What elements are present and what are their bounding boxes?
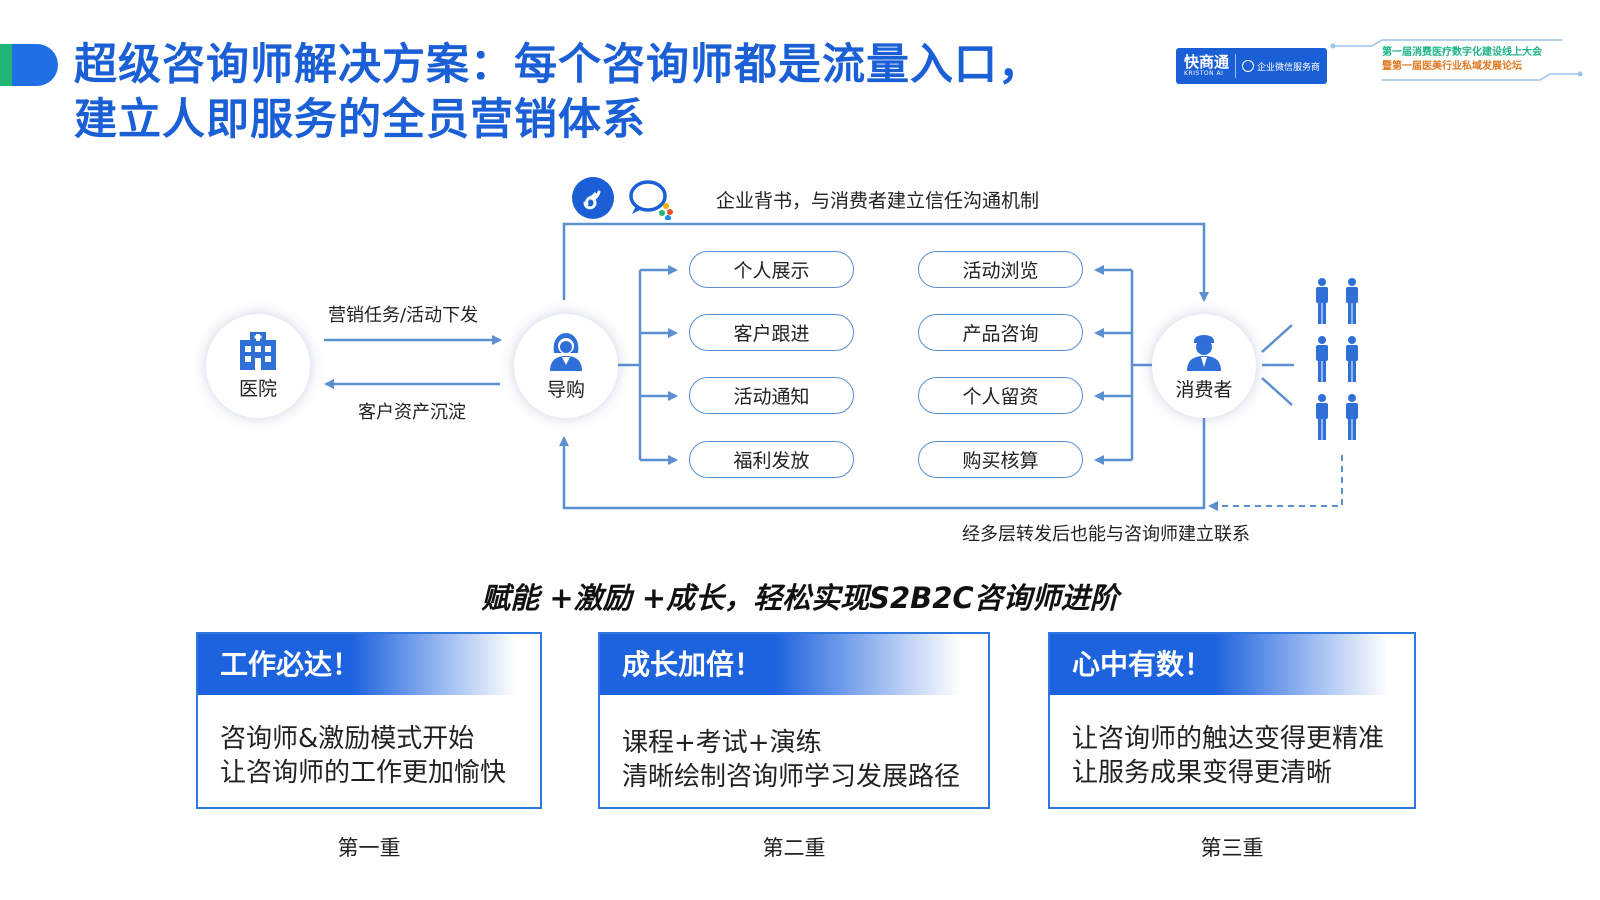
slogan: 赋能 +激励 +成长，轻松实现S2B2C咨询师进阶 <box>481 581 1119 615</box>
page-title-line-1: 超级咨询师解决方案：每个咨询师都是流量入口， <box>74 40 1042 90</box>
card-insight-line-1: 让咨询师的触达变得更精准 <box>1072 724 1385 754</box>
chat-bubble-icon <box>1242 60 1255 72</box>
logo-service: 企业微信服务商 <box>1242 60 1320 73</box>
bottom-loop-line <box>559 418 1206 510</box>
top-loop-line <box>562 222 1209 302</box>
card-insight-head: 心中有数！ <box>1050 634 1414 695</box>
mini-program-icon <box>572 177 614 219</box>
card-work: 工作必达！ 咨询师&激励模式开始 让咨询师的工作更加愉快 <box>196 632 542 809</box>
tier-label-2: 第二重 <box>762 836 826 860</box>
kriston-logo: 快商通 KRISTON AI 企业微信服务商 <box>1176 48 1327 84</box>
work-wechat-icon <box>629 180 673 220</box>
guide-label: 导购 <box>546 378 585 401</box>
forum-title: 第一届消费医疗数字化建设线上大会 暨第一届医美行业私域发展论坛 <box>1382 46 1572 74</box>
tier-label-3: 第三重 <box>1200 836 1264 860</box>
card-work-line-1: 咨询师&激励模式开始 <box>220 724 475 754</box>
people-group-icon <box>1316 278 1358 440</box>
logo-service-text: 企业微信服务商 <box>1257 62 1321 73</box>
card-growth: 成长加倍！ 课程+考试+演练 清晰绘制咨询师学习发展路径 <box>598 632 990 809</box>
card-insight-body: 让咨询师的触达变得更精准 让服务成果变得更清晰 <box>1072 722 1404 790</box>
forum-line-1: 第一届消费医疗数字化建设线上大会 <box>1382 47 1542 58</box>
pill-purchase-accounting: 购买核算 <box>918 441 1083 478</box>
card-insight-line-2: 让服务成果变得更清晰 <box>1072 758 1333 788</box>
pill-benefit-distribution: 福利发放 <box>689 441 854 478</box>
card-work-line-2: 让咨询师的工作更加愉快 <box>220 758 507 788</box>
female-guide-icon <box>550 332 582 371</box>
dashed-return-line <box>1208 455 1343 511</box>
asset-arrow-label: 客户资产沉淀 <box>358 402 466 423</box>
task-arrow-label: 营销任务/活动下发 <box>328 305 479 326</box>
logo-brand: 快商通 <box>1184 53 1230 71</box>
card-insight: 心中有数！ 让咨询师的触达变得更精准 让服务成果变得更清晰 <box>1048 632 1416 809</box>
pill-personal-info: 个人留资 <box>918 377 1083 414</box>
card-growth-line-1: 课程+考试+演练 <box>622 728 822 758</box>
pill-personal-display: 个人展示 <box>689 251 854 288</box>
card-work-body: 咨询师&激励模式开始 让咨询师的工作更加愉快 <box>220 722 530 790</box>
logo-separator <box>1235 54 1237 78</box>
pill-activity-browse: 活动浏览 <box>918 251 1083 288</box>
card-growth-body: 课程+考试+演练 清晰绘制咨询师学习发展路径 <box>622 726 978 794</box>
logo-brand-en: KRISTON AI <box>1184 70 1224 77</box>
pill-activity-notice: 活动通知 <box>689 377 854 414</box>
card-work-head: 工作必达！ <box>198 634 540 695</box>
hospital-node: 医院 <box>206 314 310 418</box>
hospital-label: 医院 <box>238 377 277 400</box>
card-growth-head: 成长加倍！ <box>600 634 988 695</box>
page-title-line-2: 建立人即服务的全员营销体系 <box>74 95 646 145</box>
consumer-label: 消费者 <box>1175 378 1233 401</box>
tier-label-1: 第一重 <box>337 836 401 860</box>
title-accent-bar <box>0 44 58 86</box>
bottom-caption: 经多层转发后也能与咨询师建立联系 <box>962 524 1250 545</box>
consumer-icon <box>1187 334 1221 371</box>
top-caption: 企业背书，与消费者建立信任沟通机制 <box>716 190 1040 212</box>
pill-customer-followup: 客户跟进 <box>689 314 854 351</box>
hospital-icon <box>240 331 276 370</box>
page-title: 超级咨询师解决方案：每个咨询师都是流量入口， 建立人即服务的全员营销体系 <box>74 38 1154 148</box>
forum-line-2: 暨第一届医美行业私域发展论坛 <box>1382 61 1522 72</box>
consumer-node: 消费者 <box>1152 314 1256 418</box>
pill-product-consult: 产品咨询 <box>918 314 1083 351</box>
card-growth-line-2: 清晰绘制咨询师学习发展路径 <box>622 762 961 792</box>
guide-node: 导购 <box>514 314 618 418</box>
